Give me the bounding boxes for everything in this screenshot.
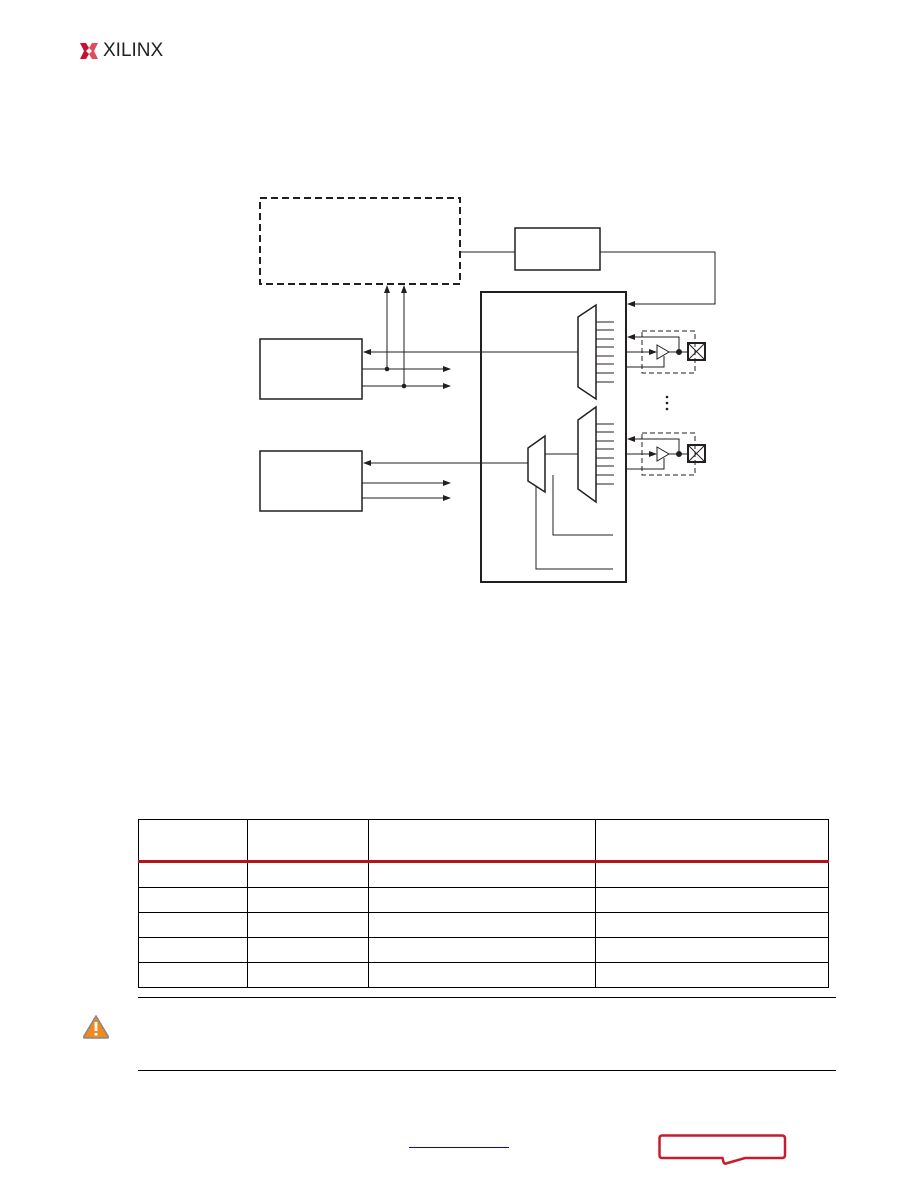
lower-mux-lines [596, 423, 614, 485]
table-row [138, 887, 829, 913]
io-buffer-2 [626, 432, 706, 476]
table-row [138, 937, 829, 963]
note-top-rule [138, 997, 836, 998]
logo-text: XILINX [103, 40, 164, 61]
small-block [514, 227, 601, 271]
footer-link[interactable] [409, 1147, 509, 1148]
note-bottom-rule [138, 1070, 836, 1071]
data-table [138, 819, 829, 988]
upper-block [259, 338, 363, 400]
ellipsis-dots [384, 366, 669, 411]
table-header [138, 819, 829, 863]
warning-icon [82, 1014, 110, 1039]
lower-block [259, 450, 363, 512]
dashed-block [259, 197, 461, 285]
block-diagram [259, 197, 716, 583]
upper-mux-lines [596, 321, 614, 383]
io-buffer-1 [626, 330, 706, 374]
table-row [138, 962, 829, 988]
xilinx-logo: XILINX [80, 40, 163, 62]
send-feedback-button[interactable] [658, 1134, 788, 1170]
lower-mux [577, 405, 597, 504]
table-row [138, 861, 829, 888]
upper-mux [577, 303, 597, 401]
table-row [138, 912, 829, 938]
main-block [480, 291, 627, 583]
xilinx-mark-icon [80, 43, 98, 59]
small-mux [527, 434, 546, 494]
